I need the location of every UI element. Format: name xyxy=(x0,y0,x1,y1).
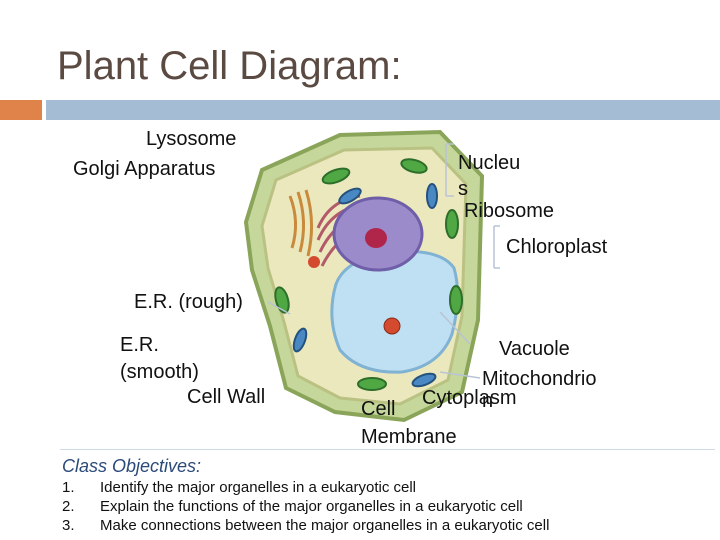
list-item: 3. Make connections between the major org… xyxy=(62,516,549,535)
list-item: 2. Explain the functions of the major org… xyxy=(62,497,549,516)
label-cell-wall: Cell Wall xyxy=(187,386,266,408)
label-chloroplast: Chloroplast xyxy=(506,236,608,258)
slide-title: Plant Cell Diagram: xyxy=(57,44,402,88)
nucleolus-shape xyxy=(365,228,387,248)
list-item-text: Explain the functions of the major organ… xyxy=(100,498,523,515)
label-cytoplasm: Cytoplasm xyxy=(422,387,517,409)
chloroplast-shapes xyxy=(274,158,463,391)
golgi-shape xyxy=(288,189,314,257)
label-lysosome: Lysosome xyxy=(146,128,237,150)
list-item-number: 1. xyxy=(62,479,75,496)
list-item-number: 3. xyxy=(62,517,75,534)
label-er-rough: E.R. (rough) xyxy=(134,291,243,313)
list-item-text: Identify the major organelles in a eukar… xyxy=(100,479,416,496)
objectives-list: 1. Identify the major organelles in a euk… xyxy=(62,478,549,535)
label-er-smooth-line2: (smooth) xyxy=(120,361,199,383)
leader-lines xyxy=(267,143,500,379)
peroxisome-shape xyxy=(308,256,320,268)
list-item: 1. Identify the major organelles in a euk… xyxy=(62,478,549,497)
mitochondria-shapes xyxy=(292,183,438,388)
label-ribosome: Ribosome xyxy=(464,200,555,222)
label-mitochondria-line2: n xyxy=(482,390,494,412)
label-er-smooth-line1: E.R. xyxy=(120,334,159,356)
label-golgi: Golgi Apparatus xyxy=(73,158,216,180)
label-mitochondria-line1: Mitochondrio xyxy=(482,368,597,390)
label-cell-membrane-line1: Cell xyxy=(361,398,396,420)
label-nucleus-line2: s xyxy=(458,178,468,200)
accent-bar-blue xyxy=(46,100,720,120)
label-cell-membrane-line2: Membrane xyxy=(361,426,457,448)
label-nucleus-line1: Nucleu xyxy=(458,152,521,174)
list-item-text: Make connections between the major organ… xyxy=(100,517,550,534)
accent-bar-orange xyxy=(0,100,42,120)
vacuole-shape xyxy=(330,249,460,374)
lysosome-shape xyxy=(383,317,401,335)
objectives-title: Class Objectives: xyxy=(62,456,202,476)
label-vacuole: Vacuole xyxy=(499,338,570,360)
section-divider xyxy=(60,449,715,450)
list-item-number: 2. xyxy=(62,498,75,515)
